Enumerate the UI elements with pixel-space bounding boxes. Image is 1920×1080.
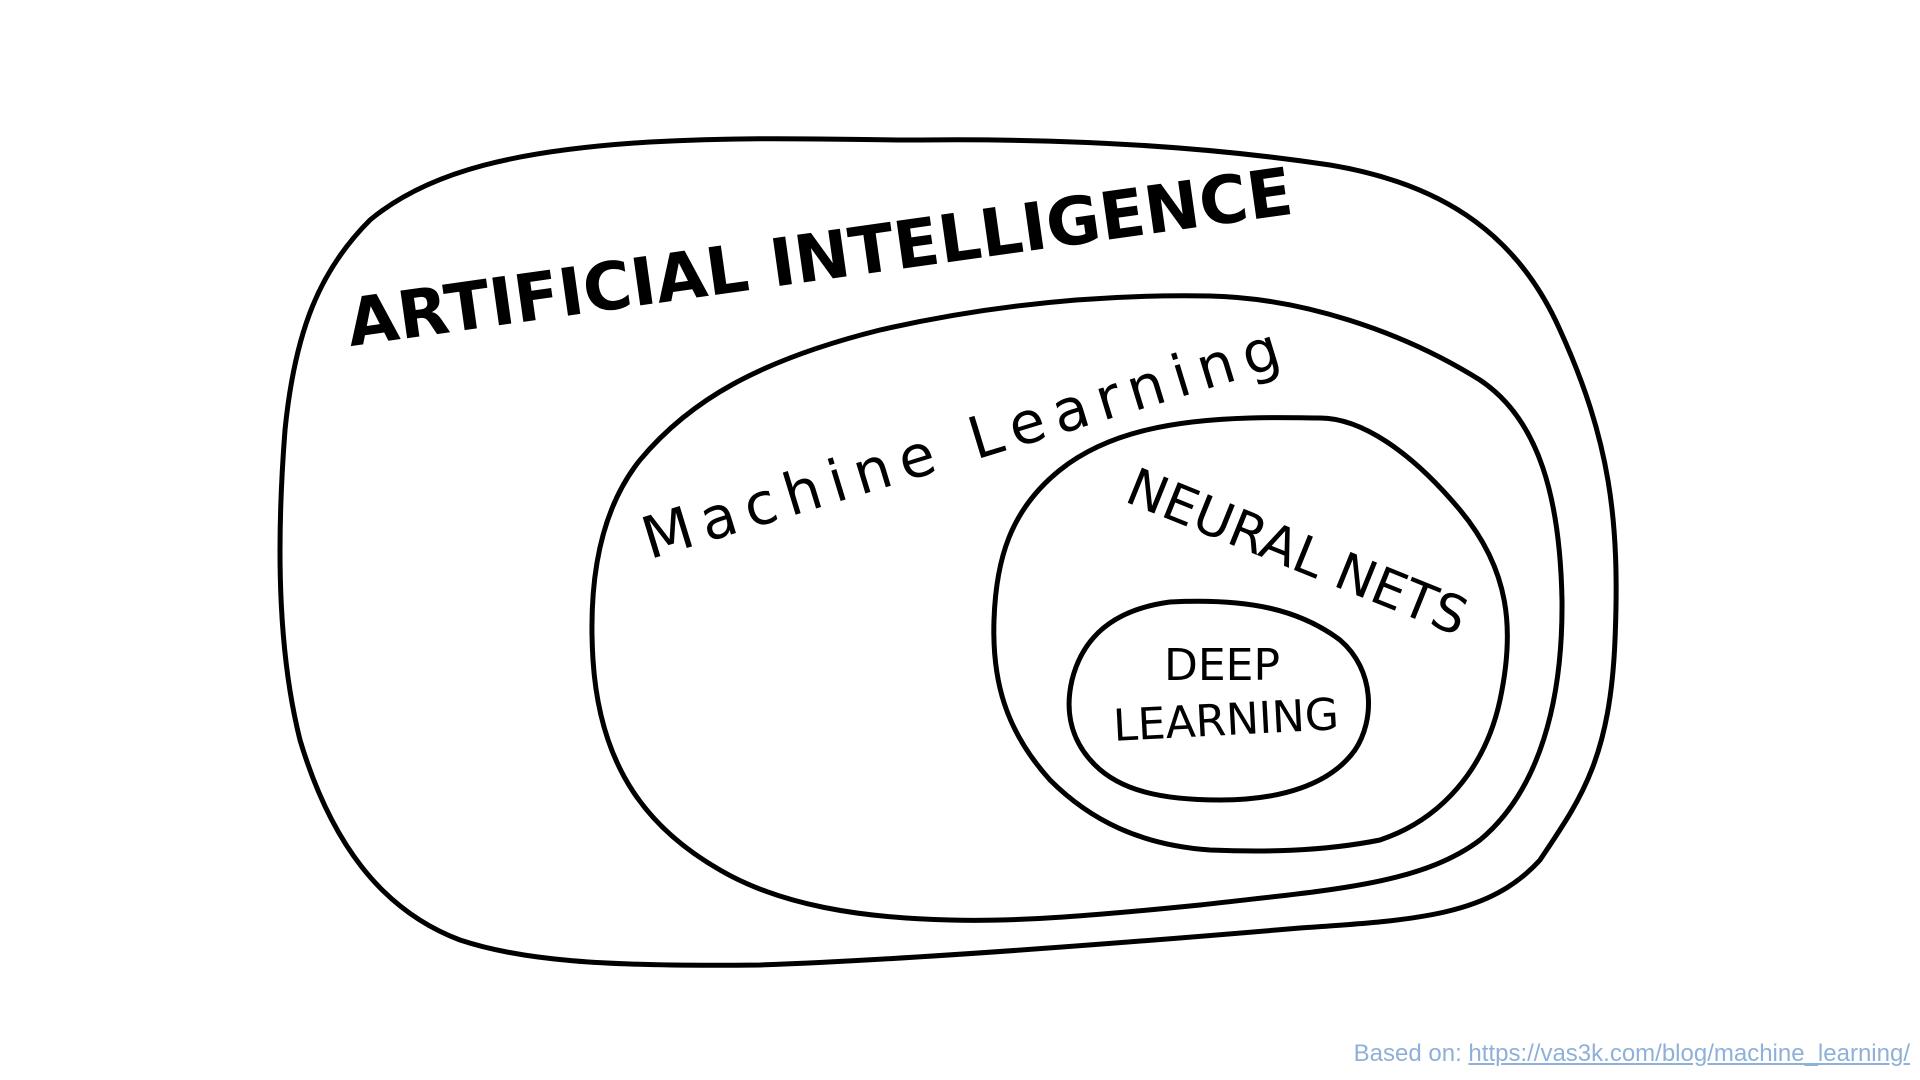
ai-label: ARTIFICIAL INTELLIGENCE — [342, 153, 1297, 362]
source-attribution: Based on: https://vas3k.com/blog/machine… — [1354, 1040, 1910, 1068]
neural-nets-set-outline — [991, 415, 1510, 854]
deep-learning-set-outline — [1066, 598, 1371, 803]
ai-set-outline — [277, 136, 1619, 968]
source-prefix: Based on: — [1353, 1040, 1469, 1067]
source-link[interactable]: https://vas3k.com/blog/machine_learning/ — [1468, 1040, 1910, 1067]
ml-set-outline — [589, 293, 1565, 923]
deep-learning-label-line2: LEARNING — [1112, 689, 1340, 752]
neural-nets-label: NEURAL NETS — [1118, 457, 1476, 648]
deep-learning-label-line1: DEEP — [1164, 640, 1280, 691]
